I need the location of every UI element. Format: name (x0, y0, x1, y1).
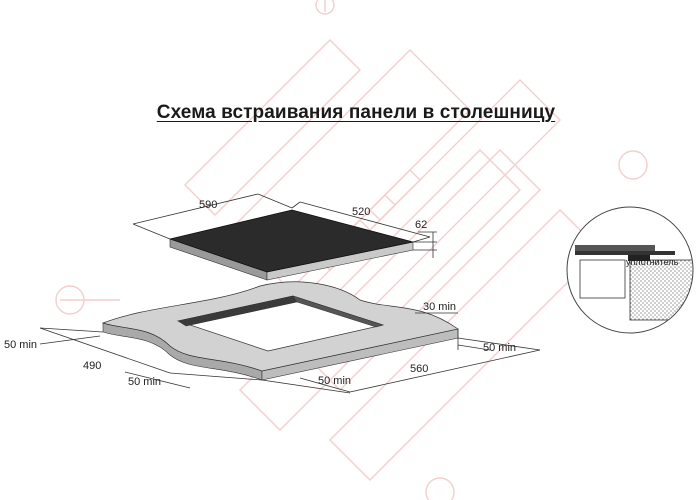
seal-strip (628, 255, 650, 261)
cutout-inner-wall-right (292, 295, 384, 328)
page-title: Схема встраивания панели в столешницу (156, 102, 556, 123)
hob-depth-label: 520 (352, 206, 370, 218)
cut-width-label: 560 (410, 363, 428, 375)
hob-glass-edge (575, 245, 655, 251)
gap-back-label: 30 min (423, 301, 456, 313)
hob-width-label: 590 (199, 199, 217, 211)
seal-label: уплотнитель (626, 257, 679, 267)
margin-right-label: 50 min (483, 342, 516, 354)
margin-front-right-label: 50 min (318, 375, 351, 387)
cut-depth-label: 490 (83, 360, 101, 372)
hob-drawing (132, 193, 437, 281)
margin-left-label: 50 min (4, 339, 37, 351)
hob-height-label: 62 (415, 219, 427, 231)
countertop-drawing (39, 281, 541, 394)
margin-front-left-label: 50 min (128, 376, 161, 388)
seal-detail (566, 206, 694, 334)
